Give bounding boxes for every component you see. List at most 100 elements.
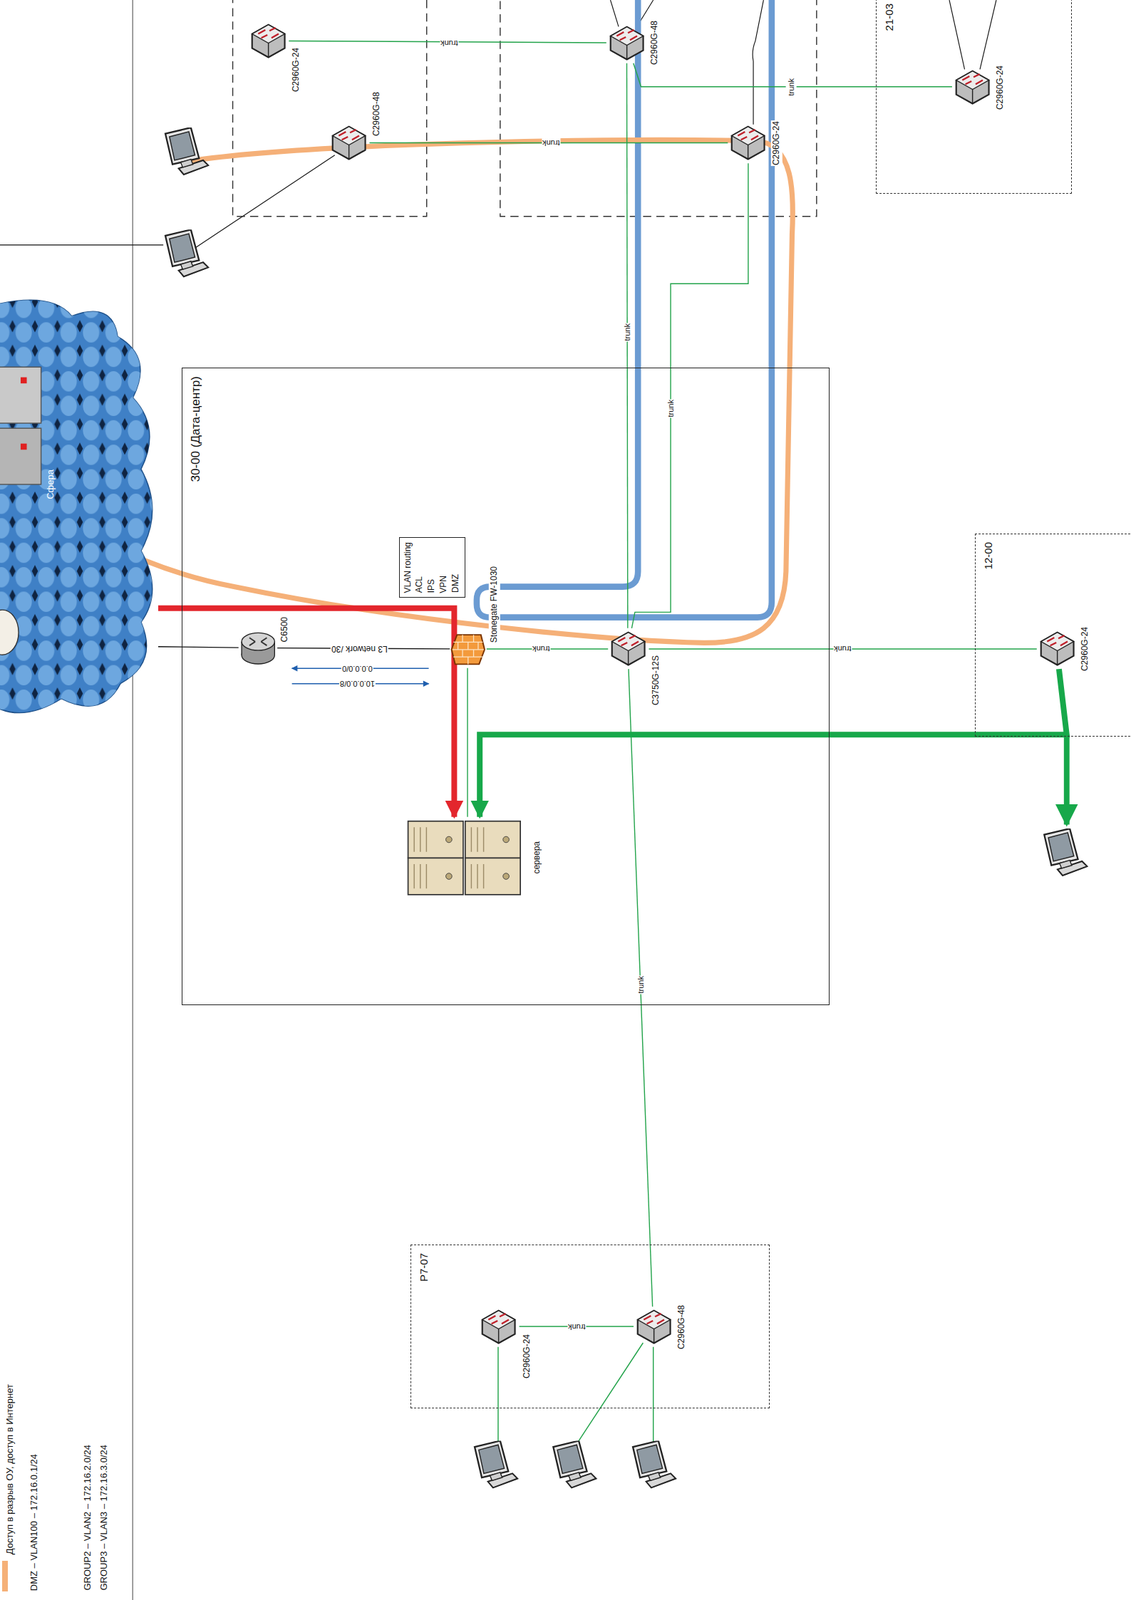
icon-part bbox=[1041, 632, 1074, 666]
device-label: C2960G-24 bbox=[290, 47, 303, 93]
device-label: Stonegate FW-1030 bbox=[488, 565, 501, 644]
connector-label: L3 network /30 bbox=[330, 642, 389, 655]
icon-part bbox=[407, 858, 463, 896]
switch-node: C2960G-24 bbox=[478, 1307, 519, 1348]
note-label: 10.0.0.0/8 bbox=[339, 678, 376, 690]
feature-text: VLAN routing bbox=[403, 542, 414, 593]
icon-part bbox=[731, 126, 765, 146]
connector bbox=[479, 669, 1067, 818]
node-icon bbox=[727, 122, 769, 164]
diagram-art bbox=[610, 0, 619, 27]
diagram-art bbox=[497, 1347, 499, 1445]
icon-part bbox=[972, 89, 973, 105]
legend-text: Доступ в разрыв ОУ, доступ в Интернет bbox=[4, 1383, 17, 1556]
switch-node: C2960G-24 bbox=[952, 66, 993, 108]
icon-part bbox=[503, 873, 510, 881]
node-icon bbox=[248, 20, 289, 62]
switch-node: C2960G-48 bbox=[633, 1307, 675, 1348]
diagram-art bbox=[131, 0, 133, 1600]
icon-part bbox=[0, 300, 152, 714]
device-label: C2960G-48 bbox=[649, 19, 661, 66]
node-icon bbox=[1036, 628, 1078, 670]
icon-part bbox=[471, 827, 484, 852]
connector-label: trunk bbox=[567, 1321, 586, 1333]
icon-part bbox=[612, 632, 645, 652]
diagram-art bbox=[576, 1343, 643, 1445]
diagram-art bbox=[949, 0, 965, 70]
legend-swatch bbox=[2, 1561, 9, 1593]
icon-part bbox=[627, 650, 629, 665]
connector-label: trunk bbox=[531, 643, 551, 655]
device-label: C2960G-24 bbox=[521, 1334, 534, 1380]
connector bbox=[626, 63, 628, 629]
info-box: VLAN routingACLIPSVPNDMZ bbox=[399, 537, 466, 598]
note-label: GROUP2 – VLAN2 – 172.16.2.0/24 bbox=[81, 1444, 95, 1593]
icon-part bbox=[610, 26, 644, 45]
icon-part bbox=[488, 1314, 510, 1325]
icon-part bbox=[637, 1311, 671, 1345]
note-label: 0.0.0.0/0 bbox=[341, 663, 374, 675]
area-label: 12-00 bbox=[981, 541, 995, 571]
icon-part bbox=[482, 1311, 516, 1330]
feature-text: DMZ bbox=[451, 574, 462, 593]
node-icon bbox=[607, 628, 649, 670]
diagram-art bbox=[165, 127, 209, 175]
connector bbox=[631, 163, 748, 629]
connector-label: trunk bbox=[665, 399, 677, 418]
diagram-art bbox=[652, 1347, 654, 1445]
node-icon bbox=[401, 817, 530, 900]
switch-node: C2960G-48 bbox=[606, 22, 648, 64]
node-icon bbox=[606, 22, 648, 64]
icon-part bbox=[612, 632, 645, 666]
icon-part bbox=[249, 638, 267, 647]
diagram-art bbox=[1044, 828, 1087, 876]
switch-node: C2960G-48 bbox=[328, 122, 370, 164]
diagram-art bbox=[553, 1441, 596, 1489]
icon-part bbox=[0, 429, 41, 486]
firewall-node: Stonegate FW-1030 bbox=[449, 631, 487, 669]
node-icon bbox=[328, 122, 370, 164]
connector bbox=[158, 647, 239, 648]
diagram-art bbox=[233, 0, 427, 217]
connector-label: trunk bbox=[786, 77, 797, 97]
icon-part bbox=[452, 634, 484, 665]
switch-node: C2960G-24 bbox=[1036, 628, 1078, 670]
icon-part bbox=[267, 42, 269, 58]
icon-part bbox=[637, 1311, 671, 1330]
icon-part bbox=[414, 827, 427, 852]
icon-part bbox=[956, 71, 990, 105]
cloud-node: Сфера bbox=[0, 295, 159, 715]
area-label: 30-00 (Дата-центр) bbox=[188, 375, 204, 483]
diagram-art bbox=[191, 155, 335, 251]
icon-part bbox=[956, 71, 990, 90]
area-box: 12-00C2960G-24 bbox=[974, 533, 1131, 737]
icon-part bbox=[332, 126, 366, 146]
icon-part bbox=[738, 129, 759, 140]
diagram-art bbox=[0, 244, 164, 246]
icon-part bbox=[610, 26, 644, 60]
icon-part bbox=[252, 24, 286, 58]
icon-part bbox=[252, 24, 286, 43]
diagram-art bbox=[979, 0, 997, 70]
icon-part bbox=[731, 126, 765, 160]
node-icon bbox=[238, 629, 278, 668]
icon-part bbox=[643, 1314, 665, 1325]
note-label: DMZ – VLAN100 – 172.16.0.1/24 bbox=[28, 1453, 41, 1593]
icon-part bbox=[498, 1329, 499, 1345]
icon-part bbox=[414, 864, 427, 889]
device-label: C2960G-24 bbox=[994, 64, 1007, 111]
icon-part bbox=[241, 633, 275, 651]
icon-part bbox=[339, 129, 360, 140]
icon-part bbox=[445, 836, 452, 844]
icon-part bbox=[618, 635, 640, 646]
router-node: C6500 bbox=[238, 629, 278, 668]
icon-part bbox=[0, 300, 152, 714]
connector-label: trunk bbox=[833, 643, 852, 655]
icon-part bbox=[1046, 635, 1068, 646]
diagram-art bbox=[1064, 734, 1070, 825]
connector-label: trunk bbox=[541, 137, 561, 149]
icon-part bbox=[653, 1329, 655, 1345]
icon-part bbox=[445, 873, 452, 881]
icon-part bbox=[465, 821, 521, 859]
icon-part bbox=[451, 634, 485, 665]
